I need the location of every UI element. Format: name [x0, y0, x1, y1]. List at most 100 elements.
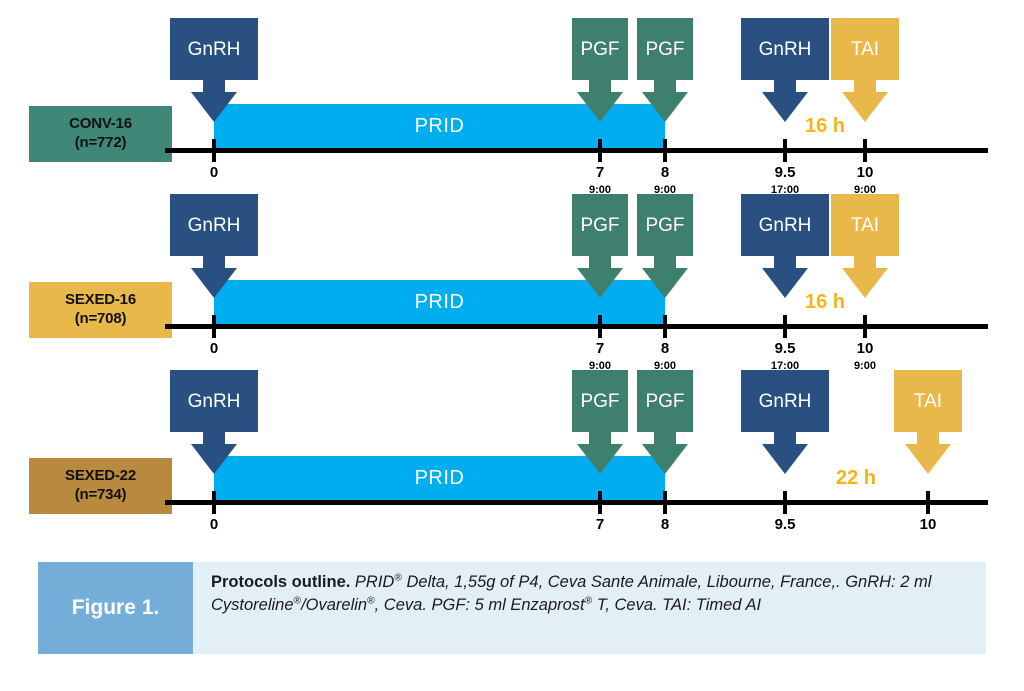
registered-mark-icon: ® — [367, 595, 375, 607]
axis-tick-label-8: 8 — [660, 516, 670, 533]
figure-caption-text: Protocols outline. PRID® Delta, 1,55g of… — [193, 562, 986, 654]
treatment-label-tai: TAI — [894, 370, 962, 432]
axis-tick-time-8: 9:00 — [653, 360, 677, 372]
axis-tick-0 — [212, 139, 216, 162]
prid-device-bar: PRID — [214, 456, 665, 500]
axis-tick-10 — [863, 139, 867, 162]
axis-tick-label-0: 0 — [209, 164, 219, 181]
interval-note-sexed-16: 16 h — [804, 291, 846, 313]
caption-body-2: Delta, 1,55g of P4, Ceva Sante Animale, … — [211, 573, 932, 615]
group-label-name: SEXED-16 — [65, 291, 136, 309]
treatment-label-tai: TAI — [831, 18, 899, 80]
axis-tick-label-10: 10 — [919, 516, 937, 533]
treatment-label-pgf: PGF — [637, 18, 693, 80]
timeline-axis — [165, 500, 988, 505]
axis-tick-9.5 — [783, 139, 787, 162]
figure-caption: Figure 1. Protocols outline. PRID® Delta… — [38, 562, 986, 654]
group-label-conv-16: CONV-16(n=772) — [28, 105, 173, 163]
treatment-arrow-pgf-day-8: PGF — [637, 370, 693, 474]
group-label-count: (n=708) — [74, 310, 127, 327]
group-label-count: (n=734) — [74, 486, 127, 503]
treatment-label-pgf: PGF — [637, 370, 693, 432]
axis-tick-time-8: 9:00 — [653, 184, 677, 196]
treatment-arrow-gnrh-day-0: GnRH — [170, 370, 258, 474]
treatment-arrow-gnrh-day-0: GnRH — [170, 18, 258, 122]
axis-tick-7 — [598, 139, 602, 162]
axis-tick-0 — [212, 315, 216, 338]
treatment-label-gnrh: GnRH — [741, 194, 829, 256]
axis-tick-label-0: 0 — [209, 340, 219, 357]
axis-tick-label-8: 8 — [660, 340, 670, 357]
registered-mark-icon: ® — [584, 595, 593, 607]
registered-mark-icon: ® — [394, 572, 402, 584]
axis-tick-label-0: 0 — [209, 516, 219, 533]
axis-tick-time-9.5: 17:00 — [770, 184, 800, 196]
axis-tick-0 — [212, 491, 216, 514]
group-label-name: CONV-16 — [69, 115, 132, 133]
group-label-count: (n=772) — [74, 134, 127, 151]
treatment-arrow-pgf-day-7: PGF — [572, 18, 628, 122]
axis-tick-label-10: 10 — [856, 164, 874, 181]
treatment-arrow-gnrh-day-0: GnRH — [170, 194, 258, 298]
treatment-label-pgf: PGF — [572, 194, 628, 256]
treatment-arrow-gnrh-day-9.5: GnRH — [741, 18, 829, 122]
treatment-label-pgf: PGF — [572, 18, 628, 80]
axis-tick-7 — [598, 491, 602, 514]
treatment-arrow-gnrh-day-9.5: GnRH — [741, 370, 829, 474]
treatment-arrow-pgf-day-8: PGF — [637, 194, 693, 298]
treatment-label-pgf: PGF — [637, 194, 693, 256]
treatment-label-pgf: PGF — [572, 370, 628, 432]
treatment-label-gnrh: GnRH — [170, 370, 258, 432]
axis-tick-label-10: 10 — [856, 340, 874, 357]
treatment-label-tai: TAI — [831, 194, 899, 256]
treatment-label-gnrh: GnRH — [170, 194, 258, 256]
group-label-name: SEXED-22 — [65, 467, 136, 485]
axis-tick-label-9.5: 9.5 — [774, 340, 796, 357]
axis-tick-time-10: 9:00 — [853, 360, 877, 372]
treatment-label-gnrh: GnRH — [741, 370, 829, 432]
caption-lead: Protocols outline. — [211, 573, 351, 591]
axis-tick-label-8: 8 — [660, 164, 670, 181]
axis-tick-9.5 — [783, 491, 787, 514]
figure-caption-tag: Figure 1. — [38, 562, 193, 654]
treatment-arrow-tai-day-10: TAI — [831, 18, 899, 122]
axis-tick-label-9.5: 9.5 — [774, 516, 796, 533]
group-label-sexed-22: SEXED-22(n=734) — [28, 457, 173, 515]
axis-tick-label-9.5: 9.5 — [774, 164, 796, 181]
interval-note-conv-16: 16 h — [804, 115, 846, 137]
caption-body-1: PRID — [350, 573, 395, 591]
axis-tick-10 — [863, 315, 867, 338]
caption-body-3: /Ovarelin — [301, 596, 368, 615]
group-label-sexed-16: SEXED-16(n=708) — [28, 281, 173, 339]
caption-body-5: T, Ceva. TAI: Timed AI — [592, 596, 762, 615]
registered-mark-icon: ® — [293, 595, 302, 607]
treatment-arrow-pgf-day-8: PGF — [637, 18, 693, 122]
axis-tick-time-9.5: 17:00 — [770, 360, 800, 372]
axis-tick-label-7: 7 — [595, 164, 605, 181]
caption-body-4: , Ceva. PGF: 5 ml Enzaprost — [374, 596, 585, 615]
axis-tick-label-7: 7 — [595, 340, 605, 357]
treatment-arrow-tai-day-10: TAI — [831, 194, 899, 298]
treatment-label-gnrh: GnRH — [170, 18, 258, 80]
treatment-arrow-gnrh-day-9.5: GnRH — [741, 194, 829, 298]
interval-note-sexed-22: 22 h — [835, 467, 877, 489]
treatment-arrow-tai-day-10: TAI — [894, 370, 962, 474]
axis-tick-9.5 — [783, 315, 787, 338]
axis-tick-time-7: 9:00 — [588, 360, 612, 372]
axis-tick-time-7: 9:00 — [588, 184, 612, 196]
axis-tick-7 — [598, 315, 602, 338]
timeline-axis — [165, 148, 988, 153]
axis-tick-label-7: 7 — [595, 516, 605, 533]
treatment-arrow-pgf-day-7: PGF — [572, 194, 628, 298]
axis-tick-8 — [663, 315, 667, 338]
timeline-axis — [165, 324, 988, 329]
axis-tick-8 — [663, 491, 667, 514]
treatment-arrow-pgf-day-7: PGF — [572, 370, 628, 474]
axis-tick-time-10: 9:00 — [853, 184, 877, 196]
treatment-label-gnrh: GnRH — [741, 18, 829, 80]
axis-tick-8 — [663, 139, 667, 162]
